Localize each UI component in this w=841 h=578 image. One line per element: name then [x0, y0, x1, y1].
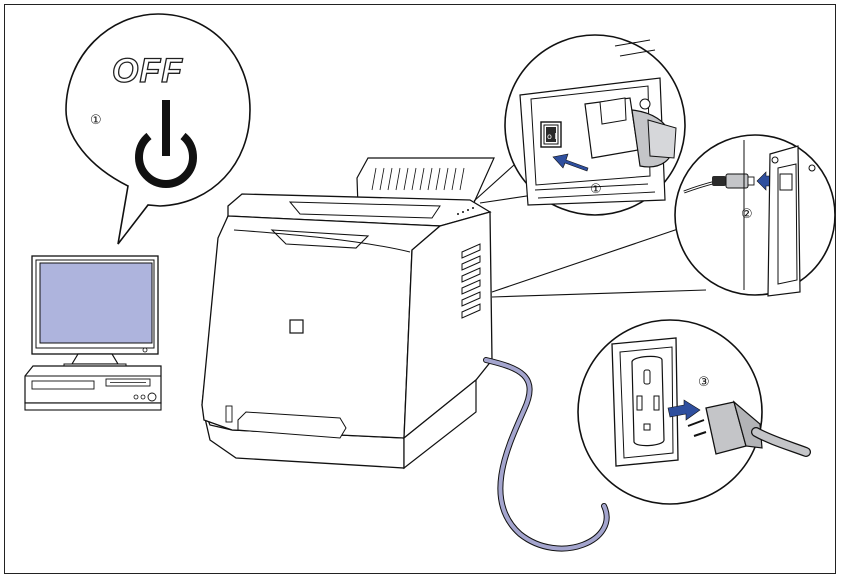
step-2-number: ②: [741, 207, 753, 222]
arrow-icon: [667, 399, 701, 421]
usb-cable-icon: [683, 173, 755, 194]
monitor-screen: [39, 262, 153, 344]
svg-text:o I: o I: [547, 132, 557, 141]
off-label: OFF: [112, 52, 183, 90]
step-1-callout-number: ①: [90, 113, 102, 128]
usb-callout: ②: [674, 134, 836, 297]
power-cord: [483, 357, 610, 552]
printer-icon: [201, 157, 495, 470]
monitor-icon: [31, 255, 159, 369]
step-1-switch-number: ①: [590, 182, 602, 197]
outlet-callout: ③: [577, 319, 811, 505]
computer: [24, 255, 162, 411]
plug-icon: [687, 400, 811, 457]
arrow-icon: [552, 153, 589, 172]
power-icon: [135, 100, 197, 188]
power-switch-callout: o I ①: [504, 34, 686, 216]
step-3-number: ③: [698, 375, 710, 390]
desktop-case: [24, 365, 162, 411]
usb-port-panel: [743, 140, 816, 297]
off-callout: OFF ①: [65, 13, 251, 245]
wall-outlet-icon: [611, 337, 679, 467]
